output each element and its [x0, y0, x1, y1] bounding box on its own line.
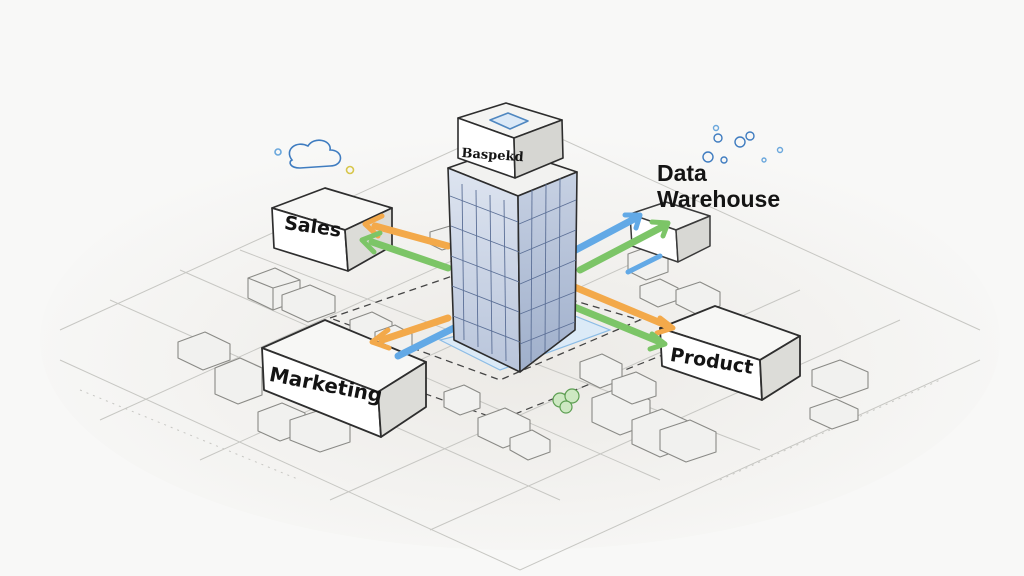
- sales-arrows: [359, 213, 452, 272]
- warehouse-building: [629, 201, 711, 263]
- cloud-sketch-left: [274, 139, 355, 175]
- data-warehouse-label-line2: Warehouse: [657, 186, 781, 212]
- product-building: [659, 305, 801, 401]
- marketing-building: [261, 319, 427, 438]
- warehouse-arrows: [568, 212, 671, 275]
- cloud-sketch-right: [702, 124, 784, 164]
- central-tower: [447, 102, 578, 373]
- background-buildings: [177, 225, 869, 463]
- connection-arrows: [359, 212, 676, 360]
- data-warehouse-label-line1: Data: [657, 160, 707, 186]
- tree-cluster: [552, 388, 580, 414]
- data-warehouse-label: Data Warehouse: [657, 160, 780, 212]
- product-arrows: [568, 282, 676, 352]
